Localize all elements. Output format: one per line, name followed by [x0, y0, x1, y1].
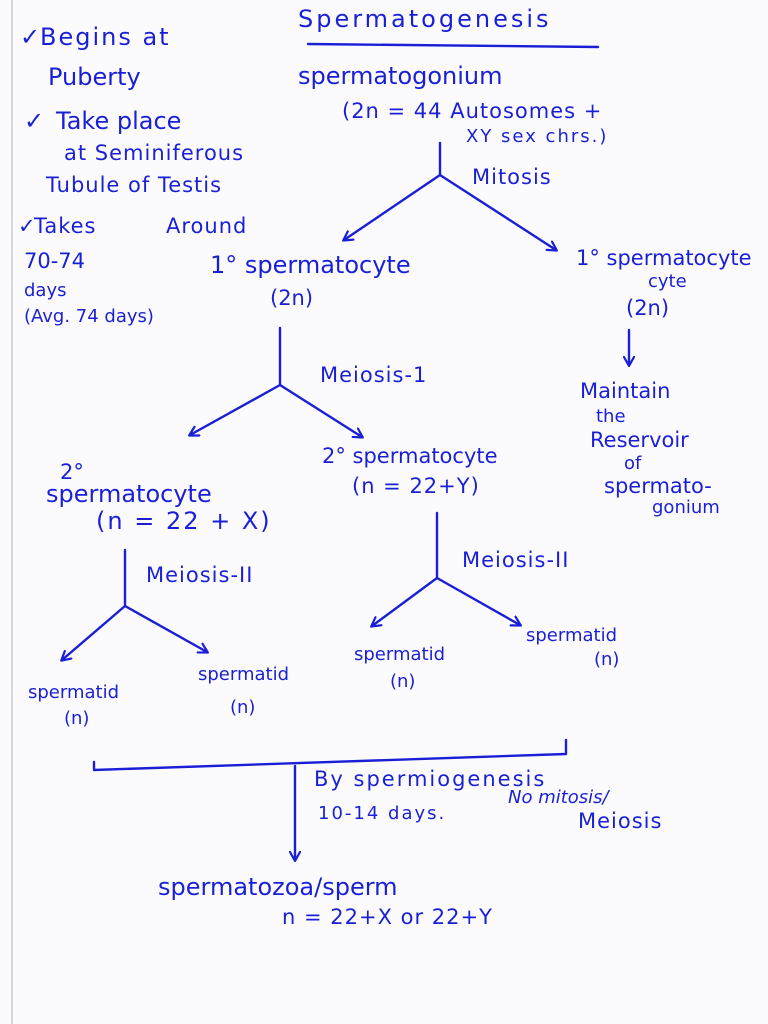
label-spermiogenesis: By spermiogenesis — [314, 767, 547, 791]
page-title: Spermatogenesis — [298, 5, 552, 33]
node-primary-spermatocyte-right-cyte: cyte — [648, 271, 687, 292]
node-primary-spermatocyte-left-ploidy: (2n) — [270, 286, 314, 310]
note-duration-line4: (Avg. 74 days) — [24, 306, 154, 327]
node-spermatid-3-ploidy: (n) — [390, 671, 416, 692]
node-spermatid-1-ploidy: (n) — [64, 708, 90, 729]
label-mitosis: Mitosis — [472, 165, 552, 189]
reservoir-line6: gonium — [652, 497, 720, 518]
label-spermiogenesis-duration: 10-14 days. — [318, 803, 447, 824]
arrow-to-spermatid-4 — [435, 576, 520, 625]
reservoir-line1: Maintain — [580, 379, 671, 403]
note-duration-line3: days — [24, 280, 67, 301]
note-duration-line2: 70-74 — [24, 249, 86, 273]
label-meiosis-2-right: Meiosis-II — [462, 548, 570, 572]
title-underline — [306, 42, 600, 49]
node-secondary-spermatocyte-right: 2° spermatocyte — [322, 444, 498, 468]
label-no-meiosis: Meiosis — [578, 809, 663, 833]
spermatid-bracket — [92, 738, 568, 772]
label-meiosis-1: Meiosis-1 — [320, 363, 428, 387]
node-spermatozoa: spermatozoa/sperm — [158, 873, 398, 901]
node-spermatid-1: spermatid — [28, 682, 120, 703]
reservoir-line5: spermato- — [604, 474, 712, 498]
node-spermatid-4-ploidy: (n) — [594, 649, 620, 670]
node-secondary-left-prefix: 2° — [60, 460, 84, 484]
arrow-to-primary-right — [438, 173, 556, 250]
node-spermatozoa-chromosomes: n = 22+X or 22+Y — [282, 905, 493, 929]
node-secondary-right-chromosomes: (n = 22+Y) — [352, 474, 480, 498]
node-secondary-spermatocyte-left: spermatocyte — [46, 480, 212, 508]
check-icon: ✓ — [24, 107, 45, 135]
node-secondary-left-chromosomes: (n = 22 + X) — [96, 507, 272, 535]
label-meiosis-2-left: Meiosis-II — [146, 563, 254, 587]
check-icon: ✓ — [18, 214, 36, 238]
note-begins-line2: Puberty — [48, 63, 141, 91]
node-spermatid-2-ploidy: (n) — [230, 697, 256, 718]
reservoir-line2: the — [596, 406, 626, 427]
node-spermatogonium: spermatogonium — [298, 62, 503, 90]
node-primary-spermatocyte-right-ploidy: (2n) — [626, 296, 670, 320]
arrow-to-secondary-left — [190, 383, 282, 435]
reservoir-line4: of — [624, 453, 642, 474]
arrow-to-spermatid-1 — [62, 604, 127, 660]
node-primary-spermatocyte-left: 1° spermatocyte — [210, 251, 411, 279]
node-spermatid-3: spermatid — [354, 644, 446, 665]
node-spermatogonium-detail-1: (2n = 44 Autosomes + — [342, 99, 603, 123]
note-duration-around: Around — [166, 214, 248, 238]
arrow-to-primary-left — [344, 173, 442, 240]
note-takes-place-line2: at Seminiferous — [64, 141, 245, 165]
note-duration-line1: Takes — [34, 214, 97, 238]
arrow-to-spermatid-3 — [372, 576, 439, 626]
note-takes-place-line3: Tubule of Testis — [46, 173, 223, 197]
node-spermatid-4: spermatid — [526, 625, 618, 646]
arrow-to-secondary-right — [278, 383, 362, 437]
note-takes-place-line1: Take place — [56, 107, 182, 135]
arrow-to-spermatid-2 — [123, 604, 207, 652]
reservoir-line3: Reservoir — [590, 428, 689, 452]
note-begins-line1: Begins at — [40, 23, 171, 51]
label-no-mitosis: No mitosis/ — [508, 787, 609, 808]
node-spermatid-2: spermatid — [198, 664, 290, 685]
check-icon: ✓ — [20, 23, 41, 51]
node-primary-spermatocyte-right: 1° spermatocyte — [576, 246, 752, 270]
node-spermatogonium-detail-2: XY sex chrs.) — [466, 126, 609, 147]
